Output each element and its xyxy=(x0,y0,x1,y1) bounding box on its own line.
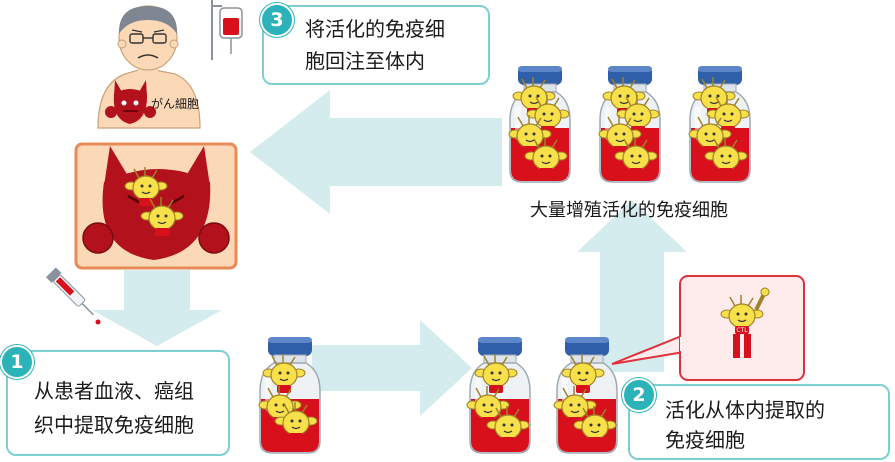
step-1-badge: 1 xyxy=(0,345,34,379)
step-2-badge: 2 xyxy=(622,378,656,412)
culture-bottle-icon xyxy=(688,65,751,183)
syringe-icon xyxy=(45,267,94,316)
step-1-text-line2: 织中提取免疫细胞 xyxy=(34,413,194,437)
activated-immune-cell xyxy=(720,287,770,358)
cell-type-tag: CTL xyxy=(736,327,748,334)
culture-bottle-icon xyxy=(466,336,531,454)
culture-bottle-icon xyxy=(258,336,321,454)
culture-bottle-icon xyxy=(598,65,661,183)
patient-figure xyxy=(97,5,201,129)
cancer-cell-character xyxy=(105,80,156,124)
step-1-text-line1: 从患者血液、癌组 xyxy=(34,379,194,403)
step-3-text-line1: 将活化的免疫细 xyxy=(305,17,445,41)
arrow-back-to-body xyxy=(250,90,502,214)
step-2-box xyxy=(628,384,890,460)
cancer-cell-label: がん細胞 xyxy=(151,97,200,111)
arrow-down-extract xyxy=(92,270,222,346)
blood-drop xyxy=(95,319,101,325)
iv-bag-icon xyxy=(211,0,243,60)
step-2-text-line1: 活化从体内提取的 xyxy=(665,398,825,422)
step-3-box xyxy=(262,5,490,85)
activation-callout xyxy=(611,275,805,381)
step-3-text-line2: 胞回注至体内 xyxy=(305,49,425,73)
arrow-up-proliferate xyxy=(577,200,687,372)
step-2-text-line2: 免疫细胞 xyxy=(665,428,745,452)
arrow-to-culture xyxy=(312,320,472,416)
step-3-badge: 3 xyxy=(260,3,294,37)
step-1-box xyxy=(6,350,230,456)
zoom-frame xyxy=(74,142,238,270)
culture-bottle-icon xyxy=(508,65,571,183)
proliferate-label: 大量增殖活化的免疫细胞 xyxy=(530,200,728,221)
